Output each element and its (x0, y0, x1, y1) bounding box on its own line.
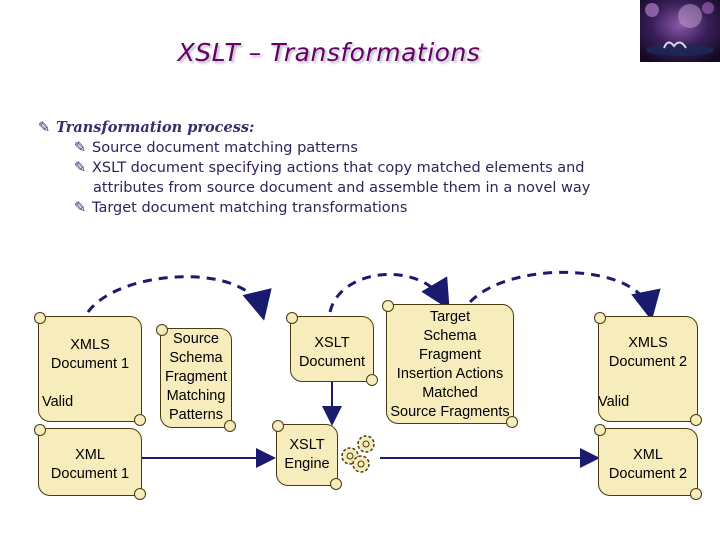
bullet-item-continued: attributes from source document and asse… (93, 180, 591, 196)
bullet-item: ✎Target document matching transformation… (74, 200, 408, 216)
bullet-item: ✎XSLT document specifying actions that c… (74, 160, 585, 176)
dashed-arc-middle (328, 272, 450, 313)
gears-icon (341, 435, 375, 473)
valid-label-1: Valid (42, 394, 74, 410)
pen-bullet-icon: ✎ (74, 140, 87, 156)
pen-bullet-icon: ✎ (74, 160, 87, 176)
bullet-list: ✎Transformation process: ✎Source documen… (38, 118, 590, 218)
xml-document-1-scroll (34, 424, 146, 500)
dashed-arc-right (468, 270, 661, 321)
xml-document-2-scroll (594, 424, 702, 500)
pen-bullet-icon: ✎ (38, 120, 51, 136)
xslt-document-scroll (286, 312, 378, 386)
bullet-item: ✎Source document matching patterns (74, 140, 358, 156)
dashed-arc-left (86, 275, 272, 321)
xmls-document-2-scroll (594, 312, 702, 426)
slide-title: XSLT – Transformations (177, 38, 481, 67)
xslt-engine-scroll (272, 420, 342, 490)
pen-bullet-icon: ✎ (74, 200, 87, 216)
bullet-main: ✎Transformation process: (38, 119, 255, 136)
corner-photo (640, 0, 720, 62)
xmls-document-1-scroll (34, 312, 146, 426)
source-schema-scroll (156, 324, 236, 432)
valid-label-2: Valid (598, 394, 630, 410)
target-schema-scroll (382, 300, 518, 428)
